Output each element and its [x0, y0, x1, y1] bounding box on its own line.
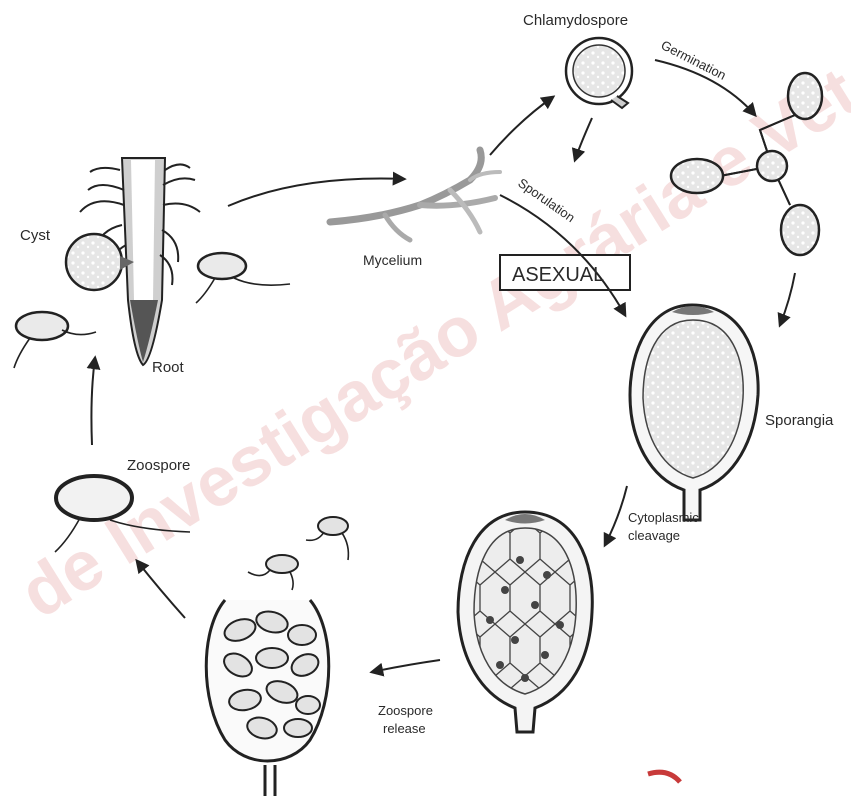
label-chlamydospore: Chlamydospore: [523, 12, 628, 29]
label-cytoplasmic: Cytoplasmic: [628, 510, 699, 525]
arrow-cytoplasmic-cleavage: [605, 486, 627, 545]
sporangium: [630, 305, 758, 520]
label-germination: Germination: [659, 37, 729, 83]
label-cleavage: cleavage: [628, 528, 680, 543]
label-zoospore: Zoospore: [127, 457, 190, 474]
label-zoospore-release-2: release: [383, 721, 426, 736]
label-asexual: ASEXUAL: [512, 264, 604, 286]
zoospore-right-root: [196, 253, 290, 303]
released-zoospores: [248, 517, 348, 590]
label-cyst: Cyst: [20, 227, 51, 244]
arrow-mycelium-to-chlamydospore: [490, 97, 553, 155]
chlamydospore: [566, 38, 632, 108]
releasing-sporangium: [206, 600, 329, 796]
arrow-release-to-zoospore: [137, 561, 185, 618]
zoospore-left-root: [14, 312, 96, 368]
label-sporangia: Sporangia: [765, 412, 834, 429]
red-mark: [648, 772, 680, 782]
label-mycelium: Mycelium: [363, 252, 422, 268]
arrow-chlamydospore-down: [575, 118, 592, 160]
mycelium: [330, 150, 500, 240]
arrow-root-to-mycelium: [228, 179, 404, 206]
cleaved-sporangium: [458, 512, 592, 732]
cyst: [66, 234, 134, 290]
label-root: Root: [152, 359, 185, 376]
label-sporulation: Sporulation: [515, 175, 577, 225]
label-zoospore-release-1: Zoospore: [378, 703, 433, 718]
arrow-zoospore-release: [372, 660, 440, 672]
arrow-germ-to-sporangia: [780, 273, 795, 325]
arrow-zoospore-to-root: [91, 358, 95, 445]
